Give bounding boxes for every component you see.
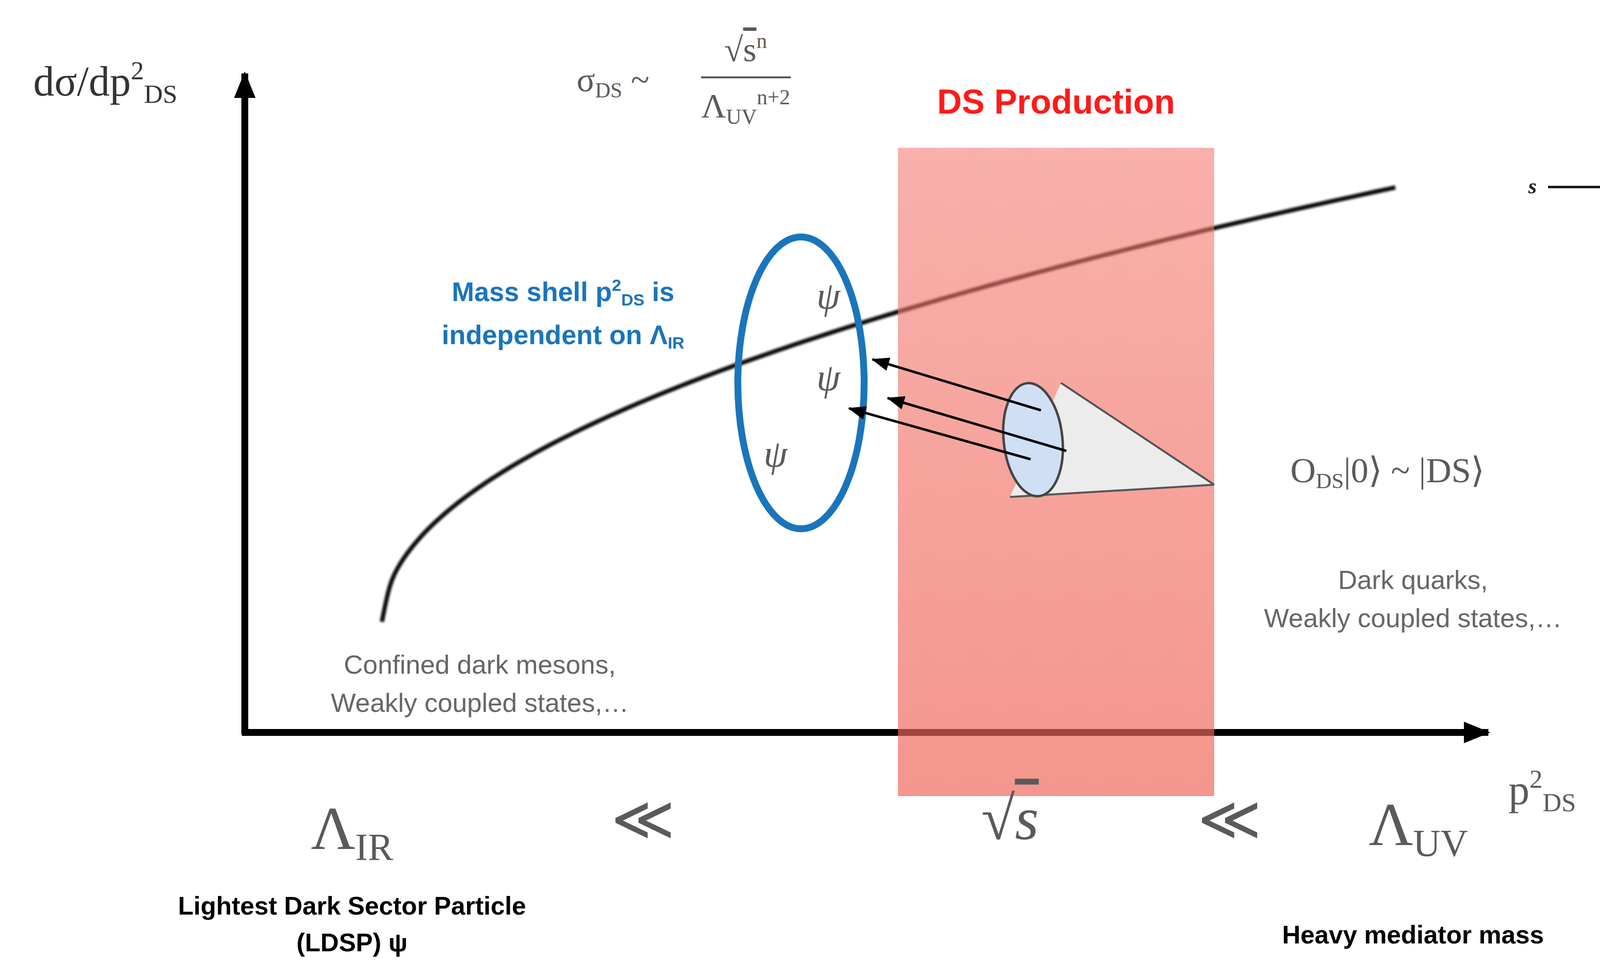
uv-states-note: Dark quarks, Weakly coupled states,… <box>1264 560 1562 638</box>
x-axis-label: p2DS <box>1508 763 1577 818</box>
text-run: O <box>1290 450 1317 491</box>
text-run: Λ <box>1368 790 1414 859</box>
text-run: ψ <box>763 432 788 475</box>
emission-arrow <box>887 398 1067 451</box>
text-run: Dark quarks, <box>1338 564 1488 595</box>
cone-edge <box>1060 382 1215 485</box>
ir-scale-note: Lightest Dark Sector Particle (LDSP) ψ <box>178 887 527 962</box>
ellipse-outline <box>734 233 868 533</box>
particle-symbol: ψ <box>816 355 841 400</box>
spectrum-curve <box>381 187 1396 622</box>
particle-symbol: ψ <box>816 273 841 318</box>
ir-states-note: Confined dark mesons, Weakly coupled sta… <box>330 645 629 723</box>
text-run: Weakly coupled states,… <box>1264 603 1562 633</box>
text-run: dσ/dp <box>33 57 131 105</box>
text-run: Confined dark mesons, <box>343 649 616 680</box>
text-run: p <box>1508 766 1530 814</box>
curve-key: s <box>1528 173 1537 199</box>
operator-label: ODS|0⟩ ~ |DS⟩ <box>1290 449 1485 494</box>
text-run: DS <box>1542 787 1577 818</box>
text-run: σ <box>576 60 596 99</box>
fraction-numerator: √sn <box>724 28 767 70</box>
text-run: (LDSP) ψ <box>296 928 408 957</box>
text-run: DS <box>621 290 645 309</box>
text-run: ≪ <box>611 785 676 853</box>
text-run: IR <box>355 825 394 869</box>
text-run: Weakly coupled states,… <box>330 687 629 718</box>
text-run: Lightest Dark Sector Particle <box>178 891 527 920</box>
y-axis <box>241 73 249 735</box>
text-run: n <box>756 28 768 53</box>
mass-shell-ellipse: Mass shell p2DS is independent on ΛIRψψψ <box>734 233 868 533</box>
text-run: DS <box>1316 468 1344 494</box>
text-run: 2 <box>611 275 622 295</box>
text-run: 2 <box>1529 764 1543 794</box>
text-run: s <box>1014 784 1039 853</box>
text-run: DS Production <box>937 82 1176 121</box>
cone-mouth <box>997 379 1069 499</box>
text-run: DS <box>594 78 622 102</box>
text-run: n+2 <box>756 85 791 109</box>
hierarchy-symbol: ≪ <box>1197 782 1262 855</box>
fraction-bar <box>701 76 791 79</box>
y-axis-label: dσ/dp2DS <box>33 55 178 110</box>
emission-arrow <box>872 359 1041 411</box>
text-run: Λ <box>310 794 356 863</box>
text-run: UV <box>726 104 757 129</box>
band-title: DS Production <box>937 82 1176 122</box>
text-run: 2 <box>130 55 144 86</box>
scale-symbol: ΛUV <box>1368 789 1469 866</box>
mass-shell-note: Mass shell p2DS is independent on ΛIR <box>441 270 684 357</box>
cone-outline <box>979 376 1220 505</box>
text-run: ~ <box>622 60 650 99</box>
text-run: √ <box>981 784 1015 853</box>
particle-symbol: ψ <box>763 431 788 476</box>
mass-shell-outline <box>737 236 865 529</box>
fraction-denominator: ΛUVn+2 <box>701 84 790 129</box>
text-run: |0⟩ ~ |DS⟩ <box>1343 450 1485 491</box>
text-run: DS <box>143 79 178 109</box>
cross-section: σDS ~ <box>576 60 650 102</box>
text-run: s <box>1528 174 1537 199</box>
uv-scale-note: Heavy mediator mass <box>1282 916 1545 954</box>
scale-symbol: √s <box>981 783 1039 854</box>
hierarchy-symbol: ≪ <box>611 782 676 855</box>
text-run: is <box>644 276 675 307</box>
text-run: IR <box>667 333 685 353</box>
text-run: Λ <box>701 87 727 125</box>
text-run: Heavy mediator mass <box>1282 920 1545 949</box>
s-legend-line <box>1548 186 1600 189</box>
operator-cone: ODS|0⟩ ~ |DS⟩ <box>979 376 1220 505</box>
text-run: UV <box>1412 822 1468 865</box>
text-run: ψ <box>816 355 841 399</box>
text-run: Mass shell p <box>451 276 612 307</box>
text-run: independent on Λ <box>441 319 668 351</box>
scale-symbol: ΛIR <box>310 793 394 870</box>
text-run: √ <box>724 30 743 69</box>
x-axis <box>241 729 1489 736</box>
emission-arrow <box>848 408 1031 460</box>
text-run: s <box>743 30 757 69</box>
text-run: ≪ <box>1197 785 1262 853</box>
text-run: ψ <box>816 274 841 317</box>
